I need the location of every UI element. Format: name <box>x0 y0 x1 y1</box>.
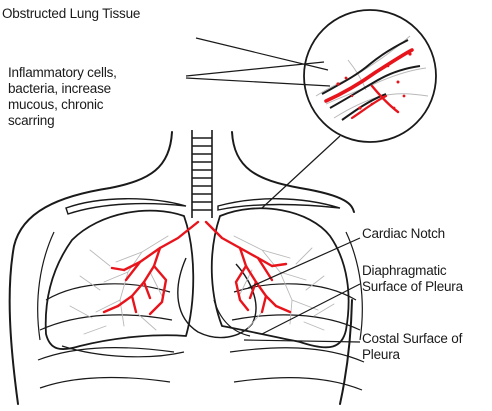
trachea <box>192 130 212 218</box>
ribs <box>38 232 364 390</box>
label-obstructed-lung-tissue: Obstructed Lung Tissue <box>2 6 140 22</box>
magnified-inset <box>304 10 436 142</box>
pulmonary-vessels <box>70 236 334 334</box>
clavicles <box>66 199 340 214</box>
label-cardiac-notch: Cardiac Notch <box>362 226 445 242</box>
label-costal-surface: Costal Surface of Pleura <box>362 331 492 363</box>
right-lung <box>212 208 349 347</box>
bronchial-tree <box>104 222 290 314</box>
label-inflammatory-cells: Inflammatory cells, bacteria, increase m… <box>8 65 158 129</box>
label-diaphragmatic-surface: Diaphragmatic Surface of Pleura <box>362 263 492 295</box>
